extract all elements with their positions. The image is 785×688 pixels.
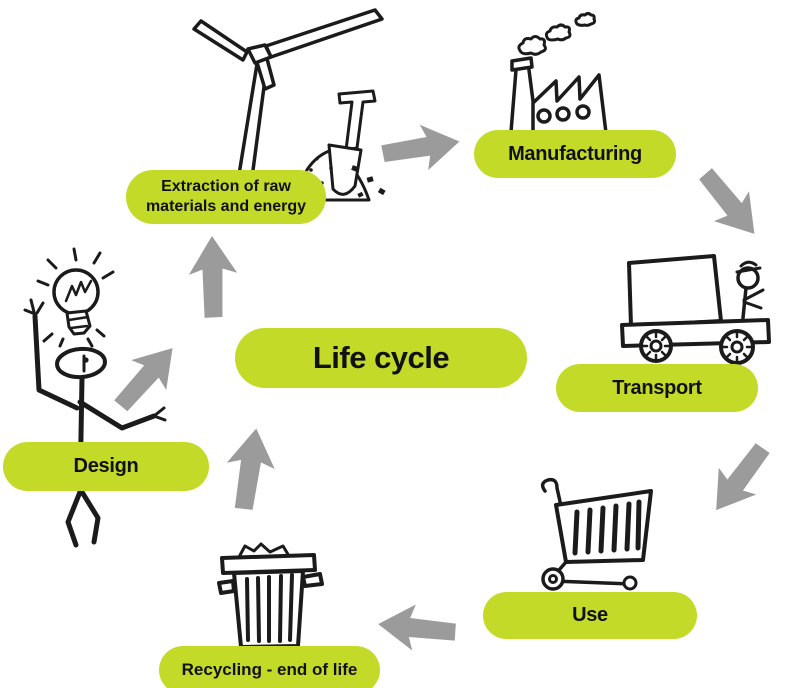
arrow-design-to-extraction	[103, 333, 191, 422]
arrow-extraction-to-manufacturing	[379, 119, 463, 177]
factory-icon	[509, 12, 608, 135]
stage-pill-extraction: Extraction of raw materials and energy	[126, 170, 326, 224]
arrow-up-to-extraction	[188, 236, 238, 318]
arrow-recycling-up	[219, 424, 282, 514]
arrow-manufacturing-to-transport	[687, 158, 772, 249]
arrow-transport-to-use	[697, 433, 782, 524]
trash-can-icon	[217, 542, 324, 649]
stage-pill-design: Design	[3, 442, 209, 491]
diagram-title: Life cycle	[312, 340, 450, 376]
shovel-icon	[294, 89, 386, 202]
diagram-title-pill: Life cycle	[235, 328, 527, 388]
stage-label-use: Use	[572, 604, 608, 627]
designer-figure-icon	[23, 298, 167, 548]
lightbulb-icon	[36, 247, 115, 348]
stage-pill-manufacturing: Manufacturing	[474, 130, 676, 178]
shopping-cart-icon	[540, 477, 653, 591]
arrow-use-to-recycling	[375, 600, 459, 656]
stage-label-design: Design	[73, 455, 139, 478]
stage-label-transport: Transport	[612, 376, 702, 399]
stage-pill-recycling: Recycling - end of life	[159, 646, 380, 688]
stage-label-extraction: Extraction of raw materials and energy	[145, 178, 307, 215]
stage-pill-transport: Transport	[556, 364, 758, 412]
stage-pill-use: Use	[483, 592, 697, 639]
truck-icon	[620, 254, 771, 365]
stage-label-manufacturing: Manufacturing	[508, 142, 642, 165]
wind-turbine-icon	[192, 8, 384, 195]
stage-label-recycling: Recycling - end of life	[181, 659, 358, 679]
